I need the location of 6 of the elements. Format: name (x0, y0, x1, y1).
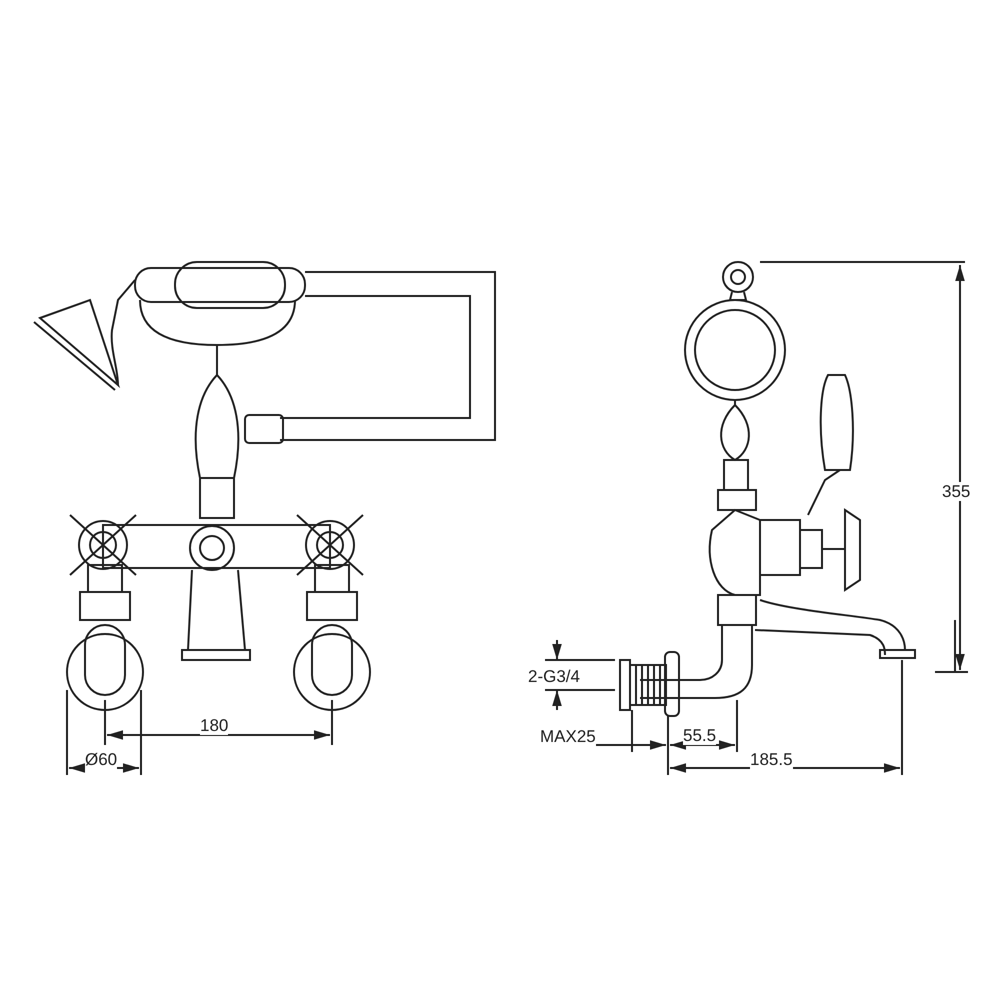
dimension-label: 185.5 (750, 750, 793, 769)
dimension-label: 355 (942, 482, 970, 501)
dimension-label: MAX25 (540, 727, 596, 746)
dimension-label: Ø60 (85, 750, 118, 769)
dimension-label: 180 (200, 716, 228, 735)
dimension-label: 55.5 (683, 726, 716, 745)
